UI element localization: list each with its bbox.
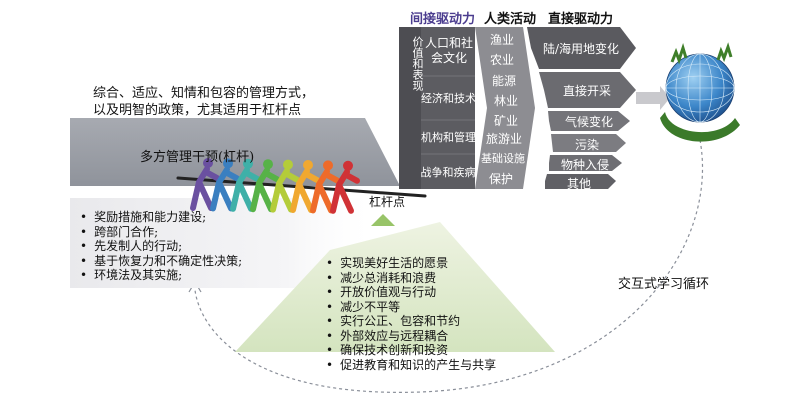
lever-bar [70, 118, 400, 186]
direct-driver-label-5: 物种入侵 [560, 158, 609, 172]
activity-column [475, 27, 535, 189]
value-strip [399, 27, 421, 189]
intervention-list: 奖励措施和能力建设; 跨部门合作; 先发制人的行动; 基于恢复力和不确定性决策;… [80, 210, 242, 283]
globe-arrow [636, 86, 670, 110]
direct-driver-2 [539, 72, 636, 108]
human-activity-3: 能源 [491, 74, 516, 88]
indirect-driver-2: 经济和技术 [421, 92, 476, 105]
vertical-label: 价值和表现 [411, 36, 424, 91]
direct-driver-4 [551, 134, 626, 152]
indirect-driver-1: 人口和社会文化 [424, 36, 473, 65]
tug-of-war-figures [190, 158, 360, 214]
intervention-item: 奖励措施和能力建设; [80, 210, 242, 225]
person-figure [330, 160, 360, 214]
indirect-driver-4: 战争和疾病 [420, 166, 476, 179]
person-figure [310, 160, 340, 214]
leverage-item: 实现美好生活的愿景 [326, 256, 496, 271]
direct-driver-6 [545, 174, 616, 189]
direct-driver-label-3: 气候变化 [564, 115, 613, 129]
leverage-item: 开放价值观与行动 [326, 285, 496, 300]
direct-driver-5 [549, 155, 622, 171]
human-activity-4: 林业 [493, 94, 518, 108]
direct-driver-label-1: 陆/海用地变化 [542, 42, 620, 56]
intervention-item: 跨部门合作; [80, 225, 242, 240]
human-activity-5: 矿业 [493, 114, 518, 128]
leverage-item: 减少不平等 [326, 300, 496, 315]
human-activity-8: 保护 [488, 172, 513, 186]
person-figure [250, 159, 280, 213]
header-indirect: 间接驱动力 [410, 12, 476, 27]
intervention-title: 多方管理干预(杠杆) [140, 150, 255, 165]
header-human: 人类活动 [484, 12, 537, 27]
person-figure [290, 160, 320, 213]
direct-driver-label-2: 直接开采 [562, 84, 611, 98]
loop-label: 交互式学习循环 [618, 277, 710, 292]
person-figure [230, 158, 260, 212]
globe-icon [660, 42, 740, 142]
indirect-driver-3: 机构和管理 [421, 131, 476, 144]
person-figure [270, 159, 300, 213]
intervention-item: 环境法及其实施; [80, 268, 242, 283]
intervention-item: 基于恢复力和不确定性决策; [80, 254, 242, 269]
human-activity-7: 基础设施 [481, 152, 525, 165]
leverage-item: 减少总消耗和浪费 [326, 271, 496, 286]
human-activity-2: 农业 [489, 53, 514, 67]
direct-driver-label-6: 其他 [566, 177, 591, 191]
approach-line-1: 综合、适应、知情和包容的管理方式， [93, 86, 315, 101]
leverage-item: 外部效应与远程耦合 [326, 329, 496, 344]
leverage-list: 实现美好生活的愿景 减少总消耗和浪费 开放价值观与行动 减少不平等 实行公正、包… [326, 256, 496, 372]
person-figure [190, 158, 220, 211]
direct-driver-3 [548, 111, 630, 131]
leverage-item: 确保技术创新和投资 [326, 343, 496, 358]
leverage-item: 实行公正、包容和节约 [326, 314, 496, 329]
direct-driver-label-4: 污染 [574, 138, 599, 152]
indirect-column [421, 27, 475, 189]
header-direct: 直接驱动力 [548, 12, 614, 27]
intervention-item: 先发制人的行动; [80, 239, 242, 254]
person-figure [210, 158, 240, 212]
human-activity-1: 渔业 [489, 33, 514, 47]
approach-line-2: 以及明智的政策，尤其适用于杠杆点 [93, 103, 302, 118]
leverage-arrow [371, 214, 395, 226]
leverage-item: 促进教育和知识的产生与共享 [326, 358, 496, 373]
direct-driver-1 [527, 27, 636, 69]
human-activity-6: 旅游业 [485, 132, 522, 146]
leverage-label: 杠杆点 [369, 195, 406, 209]
learning-loop-path [194, 139, 704, 393]
